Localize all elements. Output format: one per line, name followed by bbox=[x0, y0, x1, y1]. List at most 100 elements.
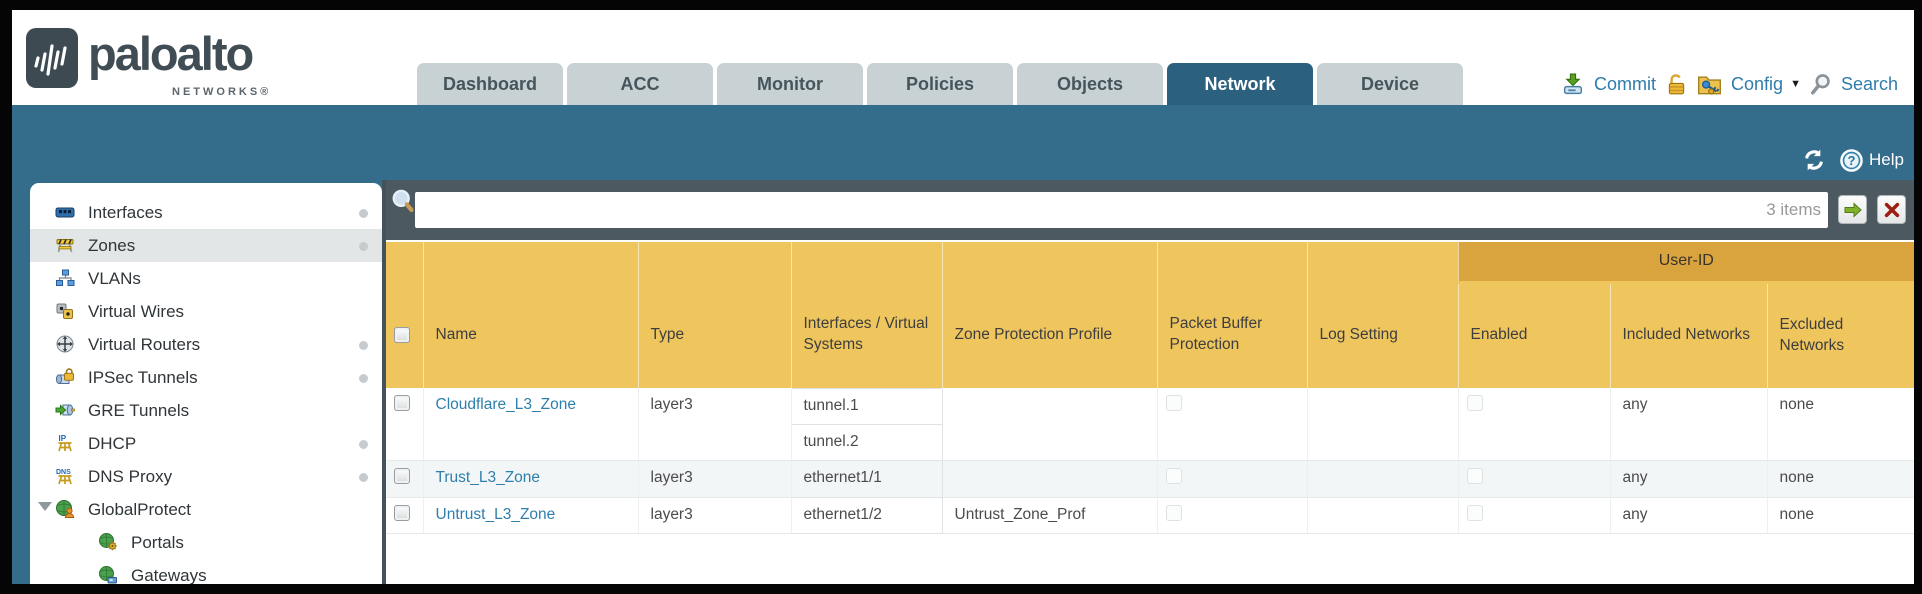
col-enabled[interactable]: Enabled bbox=[1458, 282, 1611, 388]
user-id-enabled-checkbox[interactable] bbox=[1466, 395, 1483, 411]
apply-filter-button[interactable] bbox=[1838, 195, 1867, 224]
tab-policies[interactable]: Policies bbox=[867, 63, 1013, 105]
status-dot bbox=[359, 341, 368, 350]
tab-network[interactable]: Network bbox=[1167, 63, 1313, 105]
app-window: paloalto NETWORKS® Dashboard ACC Monitor… bbox=[12, 10, 1914, 584]
packet-buffer-checkbox[interactable] bbox=[1165, 395, 1182, 411]
sidebar-item-interfaces[interactable]: Interfaces bbox=[30, 196, 382, 229]
interface-cell: tunnel.1 bbox=[790, 387, 943, 425]
sidebar-item-label: Portals bbox=[131, 532, 184, 552]
row-checkbox[interactable] bbox=[394, 395, 410, 411]
select-all-checkbox[interactable] bbox=[394, 327, 410, 344]
col-zone-protection-profile[interactable]: Zone Protection Profile bbox=[942, 282, 1158, 388]
waveform-icon bbox=[34, 44, 67, 76]
sidebar-item-virtual-routers[interactable]: Virtual Routers bbox=[30, 328, 382, 361]
commit-button[interactable]: Commit bbox=[1594, 73, 1657, 94]
sidebar-item-virtual-wires[interactable]: Virtual Wires bbox=[30, 295, 382, 328]
ipsec-tunnels-icon bbox=[55, 368, 74, 384]
dns-proxy-icon: DNS bbox=[56, 469, 72, 485]
packet-buffer-checkbox[interactable] bbox=[1165, 467, 1182, 484]
sidebar-item-gateways[interactable]: Gateways bbox=[30, 559, 382, 584]
brand-name: paloalto bbox=[88, 27, 254, 80]
sidebar-divider bbox=[382, 180, 386, 584]
col-type[interactable]: Type bbox=[638, 282, 792, 388]
chevron-down-icon[interactable]: ▼ bbox=[1790, 78, 1801, 90]
log-setting-cell bbox=[1307, 497, 1459, 534]
sidebar-item-dns-proxy[interactable]: DNS DNS Proxy bbox=[30, 460, 382, 493]
help-icon[interactable]: ? bbox=[1840, 148, 1863, 172]
portals-icon bbox=[99, 533, 117, 551]
top-header: paloalto NETWORKS® Dashboard ACC Monitor… bbox=[12, 10, 1914, 105]
zone-name-link[interactable]: Trust_L3_Zone bbox=[435, 468, 541, 486]
clear-filter-button[interactable] bbox=[1877, 195, 1906, 224]
config-menu[interactable]: Config bbox=[1731, 73, 1784, 94]
col-included-networks[interactable]: Included Networks bbox=[1610, 282, 1768, 388]
zone-name-link[interactable]: Cloudflare_L3_Zone bbox=[435, 396, 576, 413]
help-link[interactable]: Help bbox=[1869, 150, 1904, 169]
col-log-setting[interactable]: Log Setting bbox=[1307, 282, 1459, 388]
gre-tunnels-icon bbox=[55, 404, 75, 416]
column-header-row: Name Type Interfaces / Virtual Systems Z… bbox=[386, 282, 1914, 388]
sidebar-item-portals[interactable]: Portals bbox=[30, 526, 382, 559]
filter-input[interactable] bbox=[415, 192, 1828, 228]
row-checkbox[interactable] bbox=[394, 504, 410, 521]
included-networks-cell: any bbox=[1610, 497, 1768, 534]
packet-buffer-checkbox[interactable] bbox=[1165, 504, 1182, 521]
config-icon[interactable] bbox=[1697, 72, 1722, 96]
lock-icon[interactable] bbox=[1665, 73, 1688, 96]
zone-protection-profile-cell: Untrust_Zone_Prof bbox=[942, 497, 1158, 534]
sidebar-item-globalprotect[interactable]: GlobalProtect bbox=[30, 493, 382, 526]
paloalto-logo-icon bbox=[26, 28, 78, 88]
tab-device[interactable]: Device bbox=[1317, 63, 1463, 105]
included-networks-cell: any bbox=[1610, 388, 1768, 461]
zone-protection-profile-cell bbox=[942, 460, 1158, 498]
included-networks-cell: any bbox=[1610, 460, 1768, 498]
tab-dashboard[interactable]: Dashboard bbox=[417, 63, 563, 105]
main-content: 3 items bbox=[386, 180, 1914, 584]
group-header-row: User-ID bbox=[386, 242, 1914, 284]
paloalto-logo: paloalto NETWORKS® bbox=[26, 24, 326, 102]
excluded-networks-cell: none bbox=[1767, 460, 1914, 498]
zone-protection-profile-cell bbox=[942, 388, 1158, 461]
zone-name-link[interactable]: Untrust_L3_Zone bbox=[435, 505, 556, 523]
filter-search-icon bbox=[392, 189, 414, 213]
table-row: Untrust_L3_Zone layer3 ethernet1/2 Untru… bbox=[386, 496, 1914, 534]
table-row: Cloudflare_L3_Zone layer3 tunnel.1 any n… bbox=[386, 387, 1914, 461]
user-id-enabled-checkbox[interactable] bbox=[1466, 504, 1483, 521]
expand-triangle-icon[interactable] bbox=[38, 502, 52, 511]
tab-acc[interactable]: ACC bbox=[567, 63, 713, 105]
tab-monitor[interactable]: Monitor bbox=[717, 63, 863, 105]
sidebar-item-zones[interactable]: Zones bbox=[30, 229, 382, 262]
zones-table: User-ID Name Type Interfaces / Virtual S… bbox=[386, 242, 1914, 534]
sidebar-item-label: DNS Proxy bbox=[88, 466, 173, 486]
zone-type: layer3 bbox=[638, 497, 792, 534]
globalprotect-icon bbox=[56, 500, 75, 518]
search-icon[interactable] bbox=[1810, 73, 1832, 95]
sidebar-item-gre-tunnels[interactable]: GRE Tunnels bbox=[30, 394, 382, 427]
interface-cell: tunnel.2 bbox=[790, 423, 943, 461]
sidebar-item-label: IPSec Tunnels bbox=[88, 367, 198, 387]
col-interfaces[interactable]: Interfaces / Virtual Systems bbox=[791, 282, 943, 388]
sidebar-item-label: Zones bbox=[88, 235, 136, 255]
table-area: User-ID Name Type Interfaces / Virtual S… bbox=[386, 240, 1914, 584]
user-id-enabled-checkbox[interactable] bbox=[1466, 467, 1483, 484]
green-arrow-icon bbox=[1844, 201, 1862, 218]
col-packet-buffer-protection[interactable]: Packet Buffer Protection bbox=[1157, 282, 1308, 388]
main-nav-tabs: Dashboard ACC Monitor Policies Objects N… bbox=[417, 63, 1463, 105]
header-actions: Commit Config ▼ Search bbox=[1562, 66, 1898, 102]
select-all-cell bbox=[386, 282, 424, 388]
sidebar-item-ipsec-tunnels[interactable]: IPSec Tunnels bbox=[30, 361, 382, 394]
tab-objects[interactable]: Objects bbox=[1017, 63, 1163, 105]
col-name[interactable]: Name bbox=[423, 282, 639, 388]
status-dot bbox=[359, 440, 368, 449]
search-button[interactable]: Search bbox=[1840, 73, 1898, 94]
col-excluded-networks[interactable]: Excluded Networks bbox=[1767, 282, 1914, 388]
commit-icon[interactable] bbox=[1562, 73, 1585, 95]
svg-text:DNS: DNS bbox=[56, 469, 71, 476]
user-id-group-header: User-ID bbox=[1458, 242, 1914, 284]
row-checkbox[interactable] bbox=[394, 467, 410, 484]
interface-cell: ethernet1/1 bbox=[790, 459, 943, 498]
sidebar-item-dhcp[interactable]: IP DHCP bbox=[30, 427, 382, 460]
refresh-icon[interactable] bbox=[1802, 148, 1826, 172]
sidebar-item-vlans[interactable]: VLANs bbox=[30, 262, 382, 295]
